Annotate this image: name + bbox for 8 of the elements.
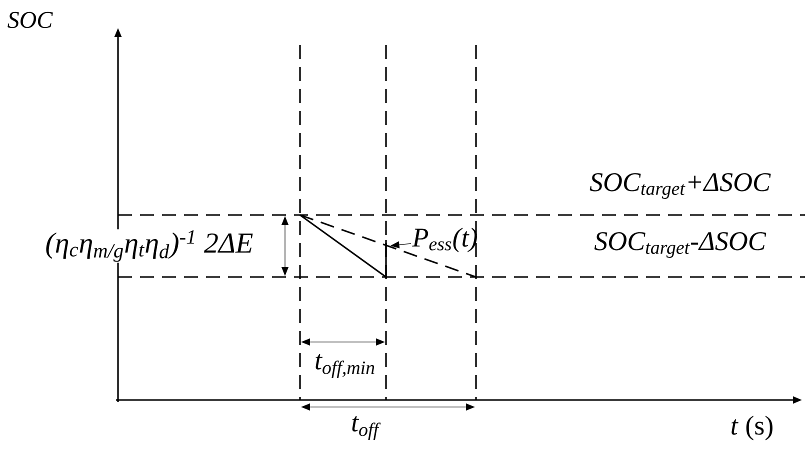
- axis-label: t (s): [729, 414, 775, 442]
- axis-label: SOC$_{target}$-ΔSOC: [593, 231, 767, 259]
- axis-label: t$_{off,min}$: [314, 353, 377, 379]
- dashed-curve: [300, 214, 476, 278]
- axis-label: SOC: [6, 10, 54, 30]
- axis-label: SOC$_{target}$+ΔSOC: [588, 172, 772, 200]
- axis-label: t$_{off}$: [350, 415, 381, 441]
- axis-label: (η$_{c}$η$_{m/g}$η$_{t}$η$_{d}$)$^{-1}$ 2ΔE: [44, 229, 254, 263]
